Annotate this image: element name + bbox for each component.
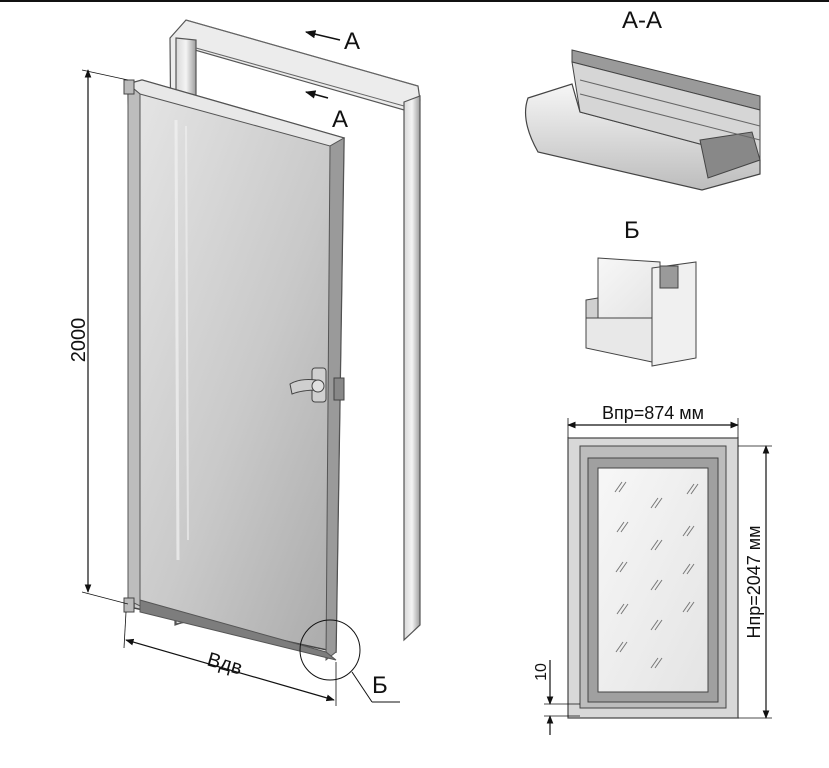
detail-b-section: Б [585,217,697,367]
bottom-hinge [123,597,135,613]
svg-text:Б: Б [624,217,640,244]
door-handle-icon [289,367,345,403]
door-leaf [123,79,346,662]
svg-text:2000: 2000 [68,318,90,363]
section-marker-a-bottom: A [304,90,348,133]
frame-width-dimension: Впр=874 мм [567,403,739,438]
gap-dimension: 10 [533,660,580,735]
glass-hatching [614,481,699,669]
svg-text:A: A [344,28,360,55]
svg-text:Нпр=2047 мм: Нпр=2047 мм [744,525,764,638]
detail-callout-b: Б [299,619,400,703]
top-hinge [123,79,135,95]
svg-text:A: A [332,106,348,133]
svg-text:10: 10 [533,663,550,681]
frame-height-dimension: Нпр=2047 мм [738,445,772,719]
frame-front-view [567,437,739,719]
section-marker-a-top: A [304,28,360,55]
section-aa-profile: A-A [525,7,761,191]
svg-text:Вдв: Вдв [205,649,245,680]
svg-text:Б: Б [372,672,388,699]
svg-text:Впр=874 мм: Впр=874 мм [602,403,704,423]
svg-text:A-A: A-A [622,7,662,34]
height-dimension: 2000 [68,69,129,605]
